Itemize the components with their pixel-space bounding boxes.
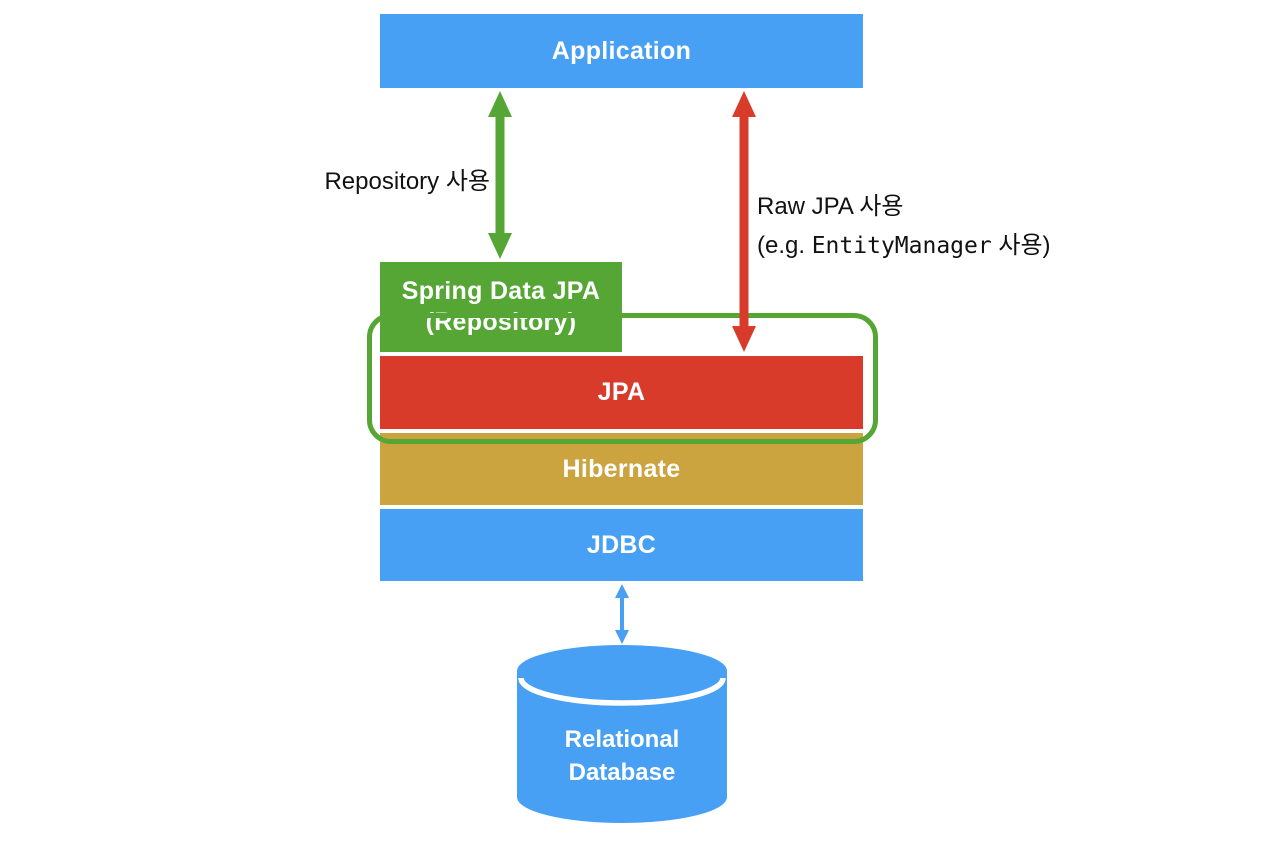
hibernate-label: Hibernate — [562, 454, 681, 483]
raw-jpa-usage-line1: Raw JPA 사용 — [757, 193, 904, 220]
jdbc-label: JDBC — [586, 530, 657, 559]
application-label: Application — [551, 36, 692, 65]
jdbc-database-arrow-icon — [615, 584, 629, 644]
jpa-label: JPA — [597, 378, 646, 406]
spring-data-jpa-box: Spring Data JPA (Repository) — [380, 262, 622, 352]
raw-jpa-arrow-icon — [732, 91, 756, 352]
database-label-line1: Relational — [564, 726, 680, 753]
spring-data-jpa-label-line2: (Repository) — [425, 308, 577, 336]
raw-jpa-usage-line2: (e.g. EntityManager 사용) — [757, 232, 1051, 259]
jpa-group-outline — [367, 313, 878, 444]
entity-manager-code-text: EntityManager — [811, 233, 992, 259]
database-label-line2: Database — [568, 759, 676, 786]
database-label: Relational Database — [517, 723, 727, 789]
database-cylinder: Relational Database — [517, 645, 727, 823]
application-box: Application — [380, 14, 863, 88]
raw-jpa-usage-label: Raw JPA 사용 (e.g. EntityManager 사용) — [757, 187, 1051, 266]
spring-data-jpa-label-line1: Spring Data JPA — [401, 277, 601, 305]
hibernate-box: Hibernate — [380, 433, 863, 505]
database-cylinder-icon — [517, 645, 727, 823]
repository-usage-label: Repository 사용 — [324, 168, 490, 195]
repository-arrow-icon — [488, 91, 512, 259]
jdbc-box: JDBC — [380, 509, 863, 581]
jpa-box: JPA — [380, 356, 863, 429]
